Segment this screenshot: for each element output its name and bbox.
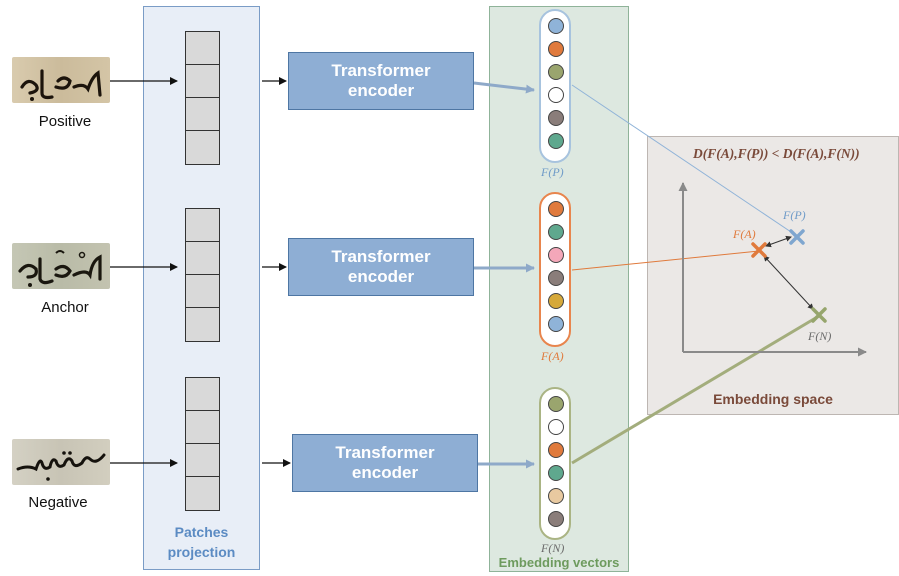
patch-cell bbox=[186, 65, 219, 98]
embedding-dot bbox=[548, 316, 564, 332]
vector-label-negative: F(N) bbox=[541, 541, 565, 555]
positive-label: Positive bbox=[38, 113, 92, 130]
point-a-label: F(A) bbox=[733, 227, 756, 241]
anchor-word-image bbox=[12, 243, 110, 289]
embedding-dot bbox=[548, 488, 564, 504]
link-fa-to-point bbox=[571, 250, 760, 271]
patch-cell bbox=[186, 275, 219, 308]
vector-label-positive: F(P) bbox=[541, 165, 564, 179]
embedding-dot bbox=[548, 442, 564, 458]
patch-column-anchor bbox=[185, 208, 220, 342]
embedding-dot bbox=[548, 247, 564, 263]
embedding-space-label: Embedding space bbox=[713, 391, 833, 407]
embedding-dot bbox=[548, 293, 564, 309]
embedding-vectors-label: Embedding vectors bbox=[498, 555, 620, 570]
point-n-label: F(N) bbox=[808, 329, 832, 343]
embedding-dot bbox=[548, 396, 564, 412]
patch-column-positive bbox=[185, 31, 220, 165]
encoder-line2: encoder bbox=[347, 267, 415, 286]
inequality-text: D(F(A),F(P)) < D(F(A),F(N)) bbox=[693, 146, 860, 161]
embedding-dot bbox=[548, 465, 564, 481]
patch-cell bbox=[186, 98, 219, 131]
point-a-marker bbox=[751, 242, 767, 258]
patch-cell bbox=[186, 378, 219, 411]
positive-word-image bbox=[12, 57, 110, 103]
encoder-line1: Transformer bbox=[331, 247, 431, 266]
embedding-dot bbox=[548, 201, 564, 217]
distance-a-n bbox=[763, 255, 814, 310]
negative-word-image bbox=[12, 439, 110, 485]
patch-cell bbox=[186, 209, 219, 242]
point-p-marker bbox=[789, 229, 805, 245]
vector-pill-negative bbox=[539, 387, 571, 540]
patch-cell bbox=[186, 131, 219, 164]
embedding-dot bbox=[548, 133, 564, 149]
embedding-dot bbox=[548, 110, 564, 126]
embedding-dot bbox=[548, 41, 564, 57]
embedding-dot bbox=[548, 419, 564, 435]
patches-projection-label: Patches projection bbox=[143, 522, 260, 562]
patch-column-negative bbox=[185, 377, 220, 511]
anchor-label: Anchor bbox=[41, 299, 89, 316]
encoder-line2: encoder bbox=[351, 463, 419, 482]
embedding-dot bbox=[548, 87, 564, 103]
embedding-dot bbox=[548, 18, 564, 34]
patch-cell bbox=[186, 308, 219, 341]
embedding-dot bbox=[548, 511, 564, 527]
encoder-line2: encoder bbox=[347, 81, 415, 100]
embedding-dot bbox=[548, 64, 564, 80]
negative-label: Negative bbox=[28, 494, 88, 511]
encoder-line1: Transformer bbox=[331, 61, 431, 80]
vector-pill-positive bbox=[539, 9, 571, 163]
patch-cell bbox=[186, 444, 219, 477]
arrow-encoder-to-vector-1 bbox=[473, 81, 535, 94]
encoder-line1: Transformer bbox=[335, 443, 435, 462]
link-fn-to-point bbox=[571, 314, 820, 465]
vector-pill-anchor bbox=[539, 192, 571, 347]
patches-label-line1: Patches bbox=[174, 524, 229, 540]
point-n-marker bbox=[811, 307, 827, 323]
link-fp-to-point bbox=[571, 84, 798, 237]
distance-a-p bbox=[765, 235, 792, 248]
patch-cell bbox=[186, 242, 219, 275]
patch-cell bbox=[186, 411, 219, 444]
patch-cell bbox=[186, 32, 219, 65]
embedding-dot bbox=[548, 270, 564, 286]
point-p-label: F(P) bbox=[783, 208, 806, 222]
embedding-dot bbox=[548, 224, 564, 240]
patches-label-line2: projection bbox=[167, 544, 236, 560]
patch-cell bbox=[186, 477, 219, 510]
vector-label-anchor: F(A) bbox=[541, 349, 564, 363]
